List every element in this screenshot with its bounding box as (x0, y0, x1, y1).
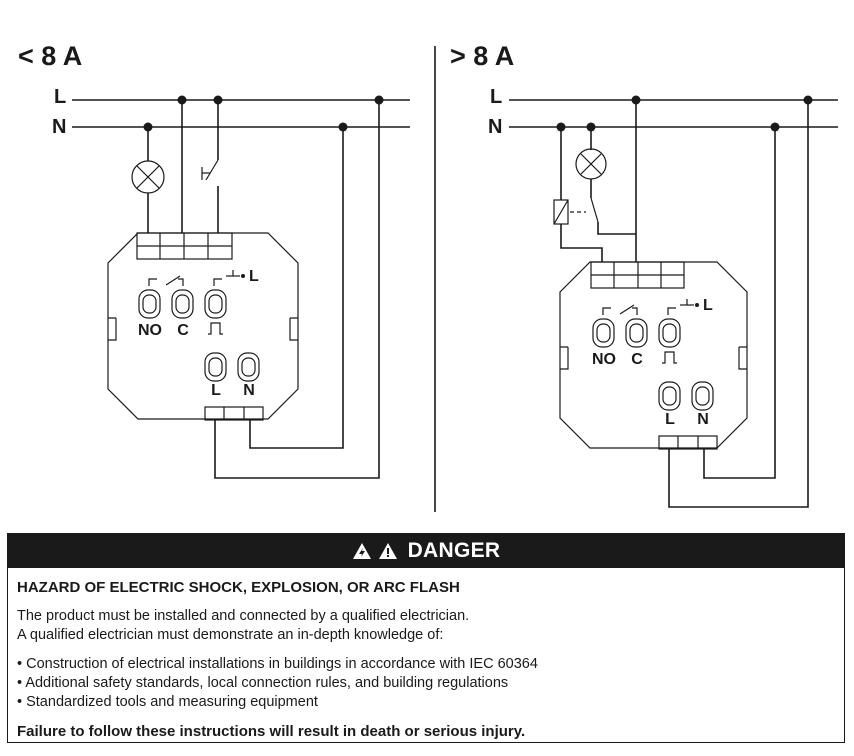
label-top-l: L (703, 297, 713, 314)
label-c: C (631, 351, 643, 368)
label-c: C (177, 322, 189, 339)
diagram-over-8a: > 8 A L N (450, 41, 838, 508)
line-label-n: N (488, 116, 502, 138)
electric-warning-icon (352, 543, 371, 559)
relay-contact-icon (602, 304, 638, 315)
hazard-heading: HAZARD OF ELECTRIC SHOCK, EXPLOSION, OR … (17, 579, 460, 596)
bottom-connector (658, 435, 718, 450)
relay-contact-icon (148, 275, 184, 286)
list-item: Standardized tools and measuring equipme… (17, 693, 835, 712)
line-label-l: L (54, 86, 66, 108)
terminal-c (625, 318, 648, 348)
pulse-icon (208, 322, 223, 335)
terminal-n (691, 381, 714, 411)
terminal-pulse (204, 289, 227, 319)
terminal-l (204, 352, 227, 382)
intro-line: A qualified electrician must demonstrate… (17, 627, 444, 643)
top-connector (136, 232, 233, 260)
terminal-pulse (658, 318, 681, 348)
contactor-contact-icon (590, 197, 599, 223)
danger-notice: DANGER HAZARD OF ELECTRIC SHOCK, EXPLOSI… (7, 533, 845, 743)
intro-line: The product must be installed and connec… (17, 608, 470, 624)
heading-under-8a: < 8 A (18, 41, 82, 71)
danger-title: DANGER (407, 539, 501, 562)
bottom-connector (204, 406, 264, 421)
wiring-diagrams: < 8 A L N (18, 41, 838, 512)
contactor-coil-icon (553, 199, 569, 225)
lamp-icon (575, 148, 607, 180)
label-bottom-n: N (697, 411, 709, 428)
heading-over-8a: > 8 A (450, 41, 514, 71)
diagram-under-8a: < 8 A L N (18, 41, 410, 479)
push-button-icon (201, 159, 219, 181)
danger-header: DANGER (8, 534, 844, 568)
label-top-l: L (249, 268, 259, 285)
label-bottom-n: N (243, 382, 255, 399)
line-label-n: N (52, 116, 66, 138)
top-connector (590, 261, 685, 289)
device-body (559, 261, 748, 449)
knowledge-list: Construction of electrical installations… (17, 655, 835, 712)
input-switch-icon (667, 299, 699, 315)
failure-warning: Failure to follow these instructions wil… (17, 723, 526, 740)
line-label-l: L (490, 86, 502, 108)
terminal-n (237, 352, 260, 382)
label-bottom-l: L (211, 382, 221, 399)
label-no: NO (592, 351, 616, 368)
terminal-c (171, 289, 194, 319)
list-item: Additional safety standards, local conne… (17, 674, 835, 693)
list-item: Construction of electrical installations… (17, 655, 835, 674)
intro-text: The product must be installed and connec… (17, 607, 835, 645)
input-switch-icon (213, 270, 245, 286)
lamp-icon (131, 160, 165, 194)
terminal-no (592, 318, 615, 348)
label-bottom-l: L (665, 411, 675, 428)
danger-content: HAZARD OF ELECTRIC SHOCK, EXPLOSION, OR … (8, 568, 844, 741)
terminal-no (138, 289, 161, 319)
terminal-l (658, 381, 681, 411)
pulse-icon (662, 351, 677, 364)
device-body (107, 232, 299, 420)
warning-icon (378, 543, 397, 559)
label-no: NO (138, 322, 162, 339)
